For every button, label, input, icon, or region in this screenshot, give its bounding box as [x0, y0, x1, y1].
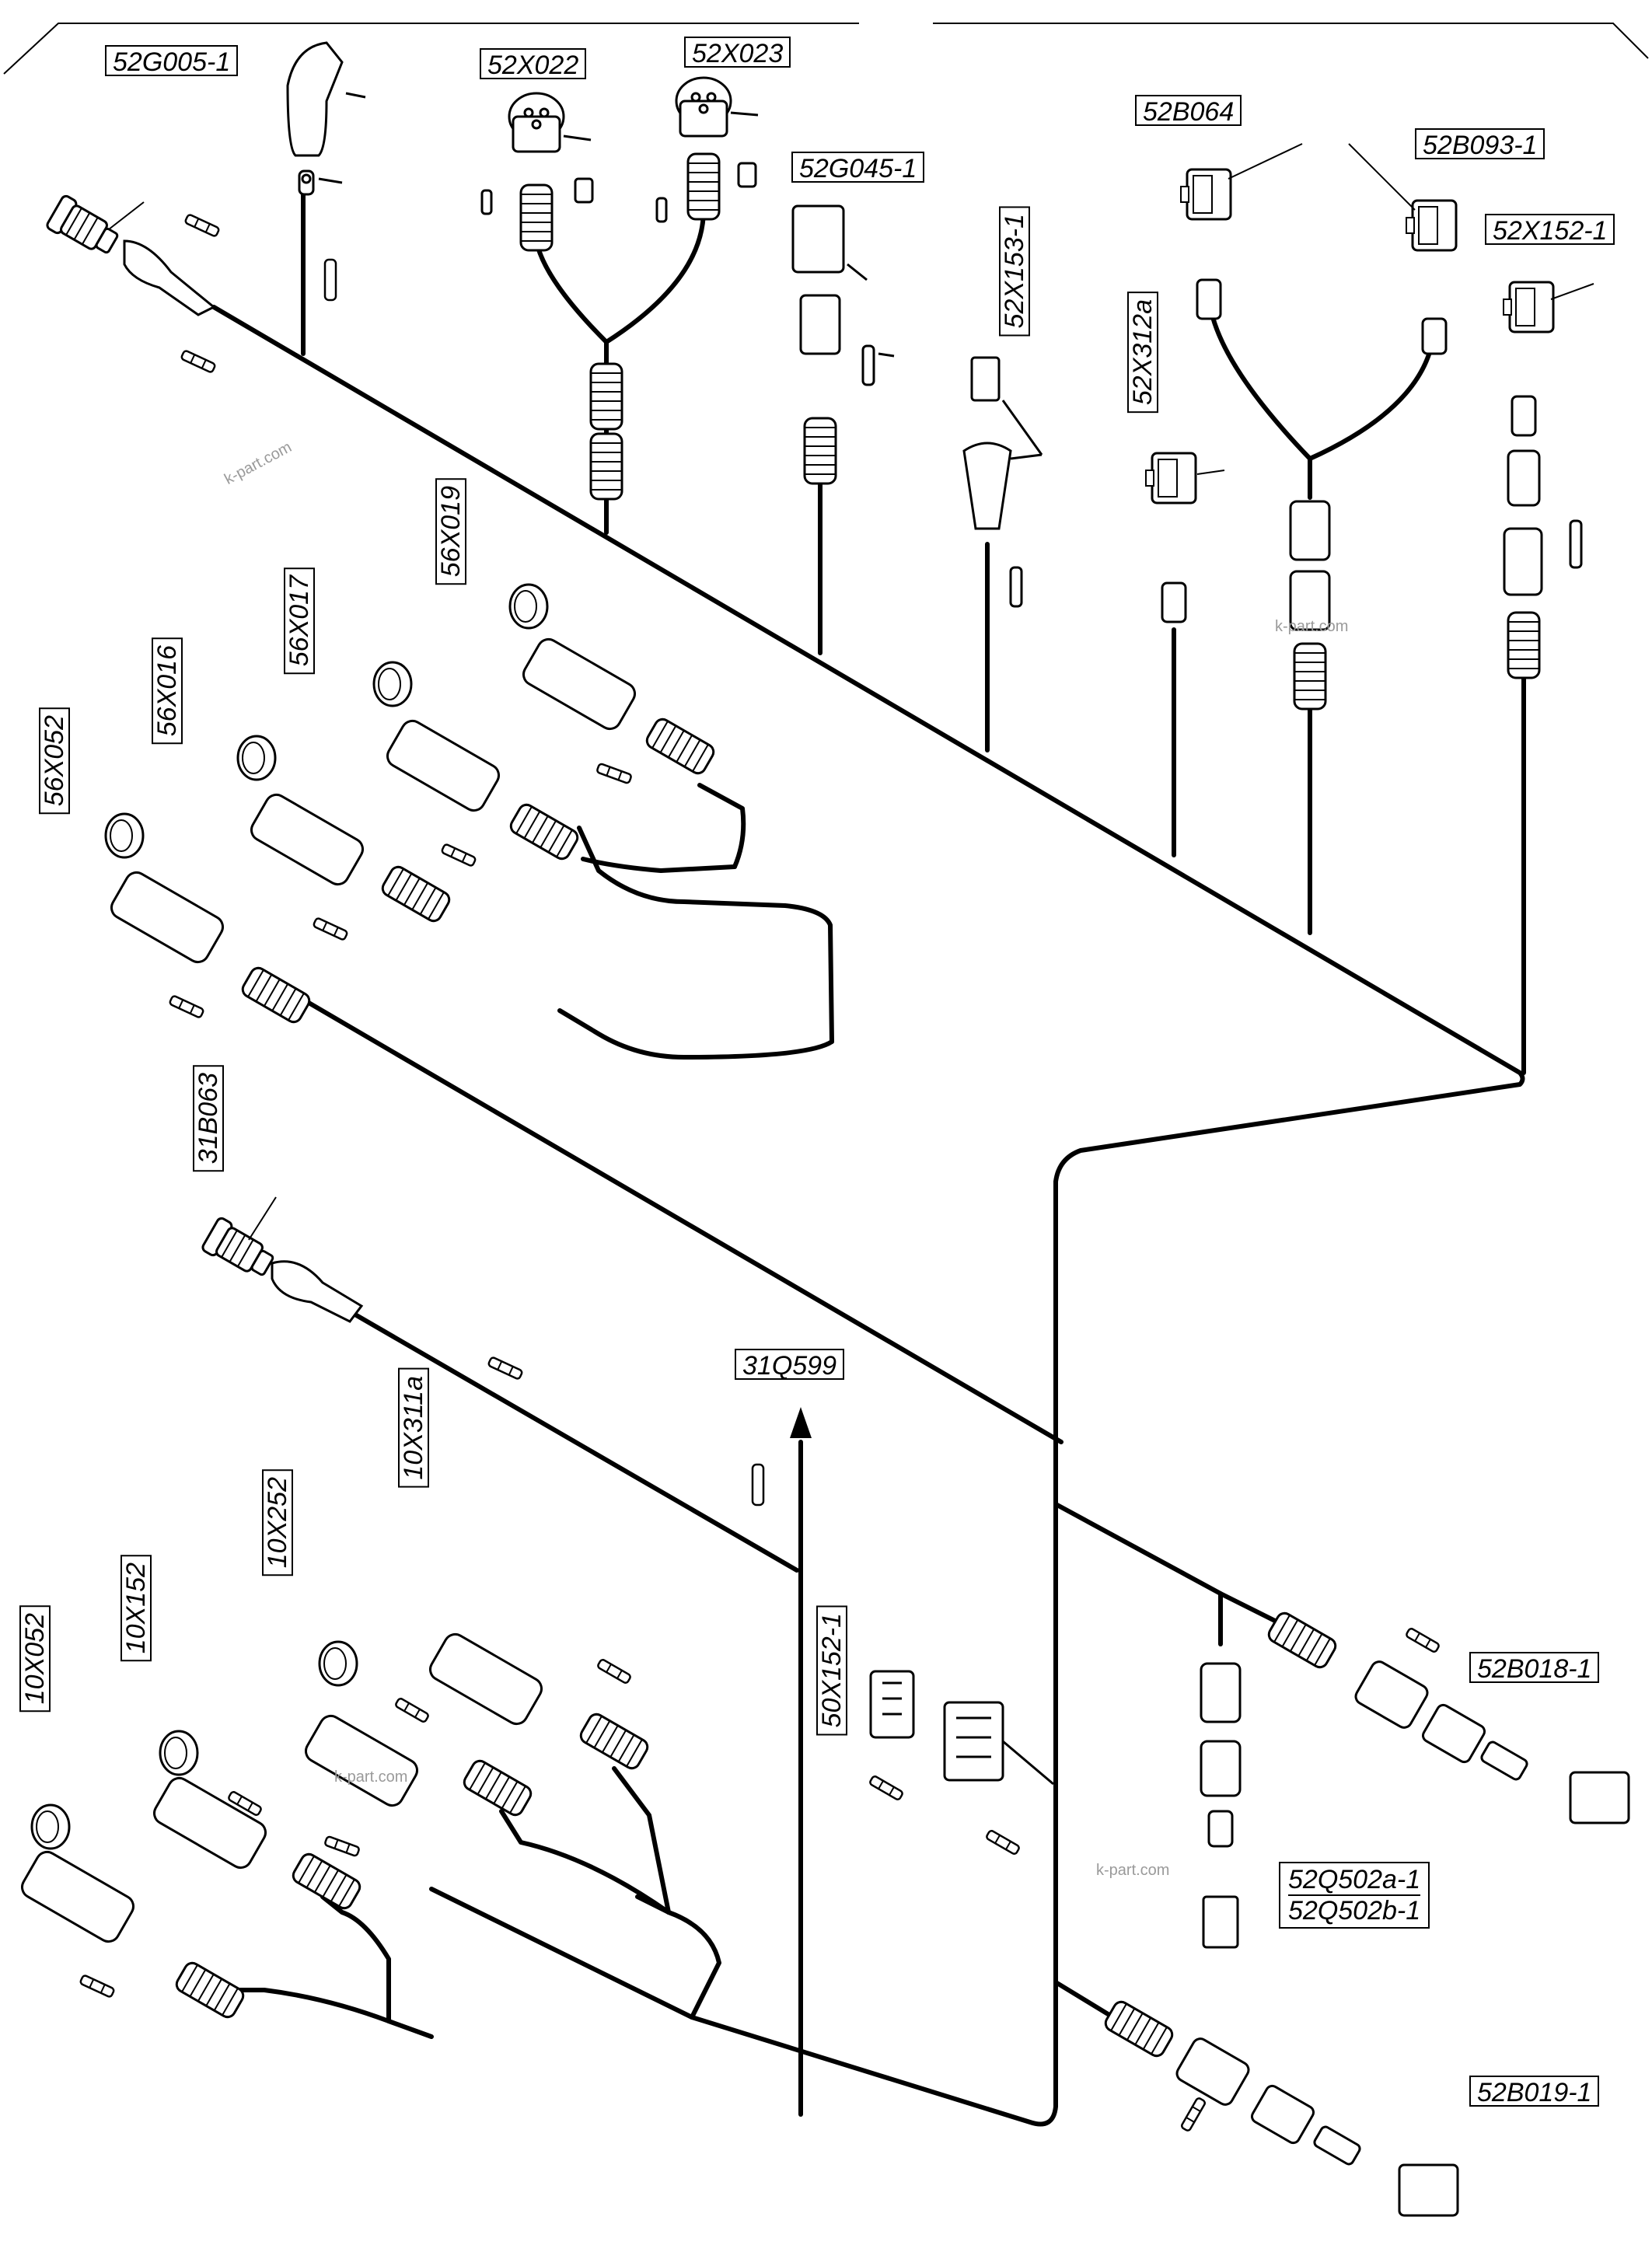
label-10x311a: 10X311a [398, 1368, 429, 1488]
watermark: k-part.com [1275, 618, 1349, 635]
label-52q502: 52Q502a-1 52Q502b-1 [1279, 1862, 1430, 1929]
connectors-56x [104, 583, 636, 1019]
watermark: k-part.com [334, 1768, 408, 1786]
label-50x152: 50X152-1 [816, 1605, 847, 1736]
label-10x052: 10X052 [19, 1605, 51, 1713]
component-mid-grommets [1289, 500, 1331, 631]
label-52x153: 52X153-1 [999, 206, 1030, 337]
component-52b018 [1354, 1660, 1630, 1824]
component-52b019 [1175, 2037, 1459, 2217]
label-52x152: 52X152-1 [1485, 214, 1615, 246]
label-52x312a: 52X312a [1127, 292, 1158, 414]
label-10x152: 10X152 [120, 1555, 152, 1662]
label-52g045: 52G045-1 [791, 152, 925, 183]
harness-wires [211, 176, 1526, 2127]
watermark: k-part.com [1096, 1862, 1170, 1879]
label-31b063: 31B063 [193, 1065, 224, 1172]
label-31q599: 31Q599 [735, 1349, 844, 1381]
label-52x023: 52X023 [684, 37, 791, 68]
label-52q502b: 52Q502b-1 [1288, 1894, 1421, 1926]
label-52q502a: 52Q502a-1 [1288, 1865, 1421, 1894]
label-56x019: 56X019 [435, 478, 466, 585]
component-52x022 [480, 92, 594, 215]
label-52x022: 52X022 [480, 48, 587, 80]
label-52g005: 52G005-1 [105, 45, 239, 77]
component-31b063 [200, 1196, 765, 1507]
frame-lines [3, 23, 1649, 75]
label-56x052: 56X052 [39, 707, 70, 815]
label-56x016: 56X016 [152, 637, 183, 745]
component-top-left-plug [44, 193, 337, 374]
label-52b093: 52B093-1 [1415, 128, 1545, 160]
label-56x017: 56X017 [284, 567, 315, 675]
label-52b018: 52B018-1 [1469, 1652, 1600, 1684]
arrow-31q599 [790, 1407, 812, 1438]
component-52x023 [655, 76, 759, 223]
label-52b064: 52B064 [1135, 95, 1242, 127]
component-52x152 [1502, 281, 1594, 596]
component-52x153 [962, 356, 1043, 608]
component-52b093 [1348, 143, 1458, 355]
connectors-10x [21, 1632, 633, 1999]
label-10x252: 10X252 [262, 1469, 293, 1576]
component-52b064 [1179, 143, 1303, 320]
component-52g045 [791, 204, 895, 386]
component-52q502 [1200, 1662, 1242, 1949]
component-52g005 [286, 41, 366, 196]
component-52x312a [1144, 452, 1225, 623]
component-50x152 [869, 1670, 1054, 1786]
label-52b019: 52B019-1 [1469, 2076, 1600, 2107]
